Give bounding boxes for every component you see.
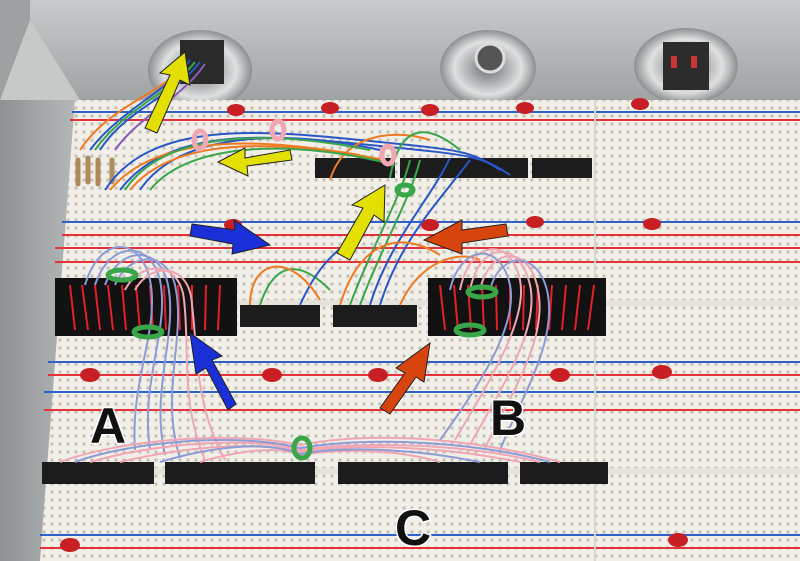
connector-right xyxy=(663,42,709,90)
bnc-connector xyxy=(474,42,506,74)
resistors xyxy=(75,155,115,187)
wire-bundles xyxy=(59,59,561,463)
annotation-arrows xyxy=(144,51,509,415)
label-b: B xyxy=(490,390,526,446)
blue-arrow-up xyxy=(189,331,237,411)
label-a: A xyxy=(90,398,126,454)
integrated-circuits xyxy=(42,158,608,484)
chip xyxy=(42,462,154,484)
capacitors xyxy=(60,98,688,552)
blue-arrow-right xyxy=(189,218,272,255)
yellow-arrow-left xyxy=(216,147,293,177)
chip xyxy=(338,462,508,484)
cable-ties xyxy=(105,118,499,461)
chip xyxy=(315,158,395,178)
chip xyxy=(520,462,608,484)
chip xyxy=(240,305,320,327)
yellow-arrow-to-connector xyxy=(144,51,191,134)
chip xyxy=(532,158,592,178)
yellow-arrow-up-center xyxy=(336,184,386,261)
chip xyxy=(333,305,417,327)
orange-arrow-left xyxy=(422,219,509,255)
label-c: C xyxy=(395,500,431,556)
chip xyxy=(165,462,315,484)
orange-arrow-up xyxy=(379,341,431,415)
